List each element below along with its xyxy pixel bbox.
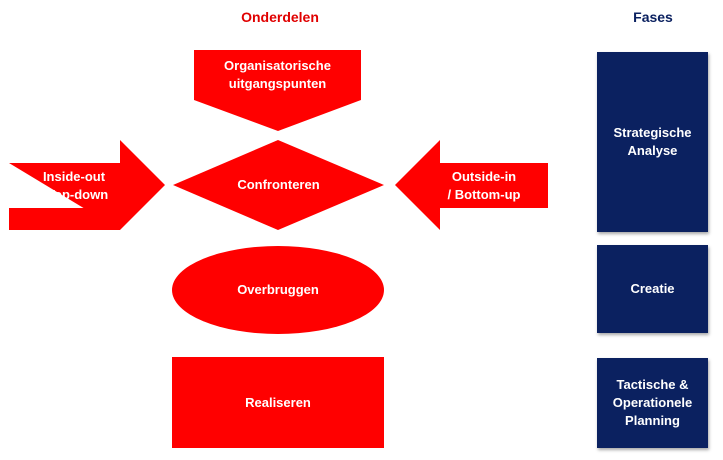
- down-arrow-shape: [194, 50, 361, 131]
- ellipse-label: Overbruggen: [237, 282, 319, 297]
- left-arrow-label: Inside-out / Top-down: [39, 168, 109, 202]
- components-header: Onderdelen: [241, 9, 319, 25]
- phase-label: Tactische & Operationele Planning: [612, 377, 693, 428]
- rectangle-shape: [172, 357, 384, 448]
- phase-tactical-operational-planning: Tactische & Operationele Planning: [597, 358, 708, 448]
- phases-header: Fases: [633, 9, 673, 25]
- phase-strategic-analysis: Strategische Analyse: [597, 52, 708, 232]
- ellipse-shape: [172, 246, 384, 334]
- right-arrow-label: Outside-in / Bottom-up: [447, 168, 521, 202]
- rectangle-label: Realiseren: [245, 394, 311, 410]
- phase-label: Creatie: [630, 281, 675, 296]
- diamond-shape: [173, 140, 384, 230]
- right-arrow-shape: [9, 140, 165, 230]
- phase-creation: Creatie: [597, 245, 708, 333]
- diamond-label: Confronteren: [237, 177, 320, 192]
- left-arrow-shape: [395, 140, 548, 230]
- top-arrow-label: Organisatorische uitgangspunten: [224, 58, 331, 91]
- phase-label: Strategische Analyse: [613, 125, 692, 158]
